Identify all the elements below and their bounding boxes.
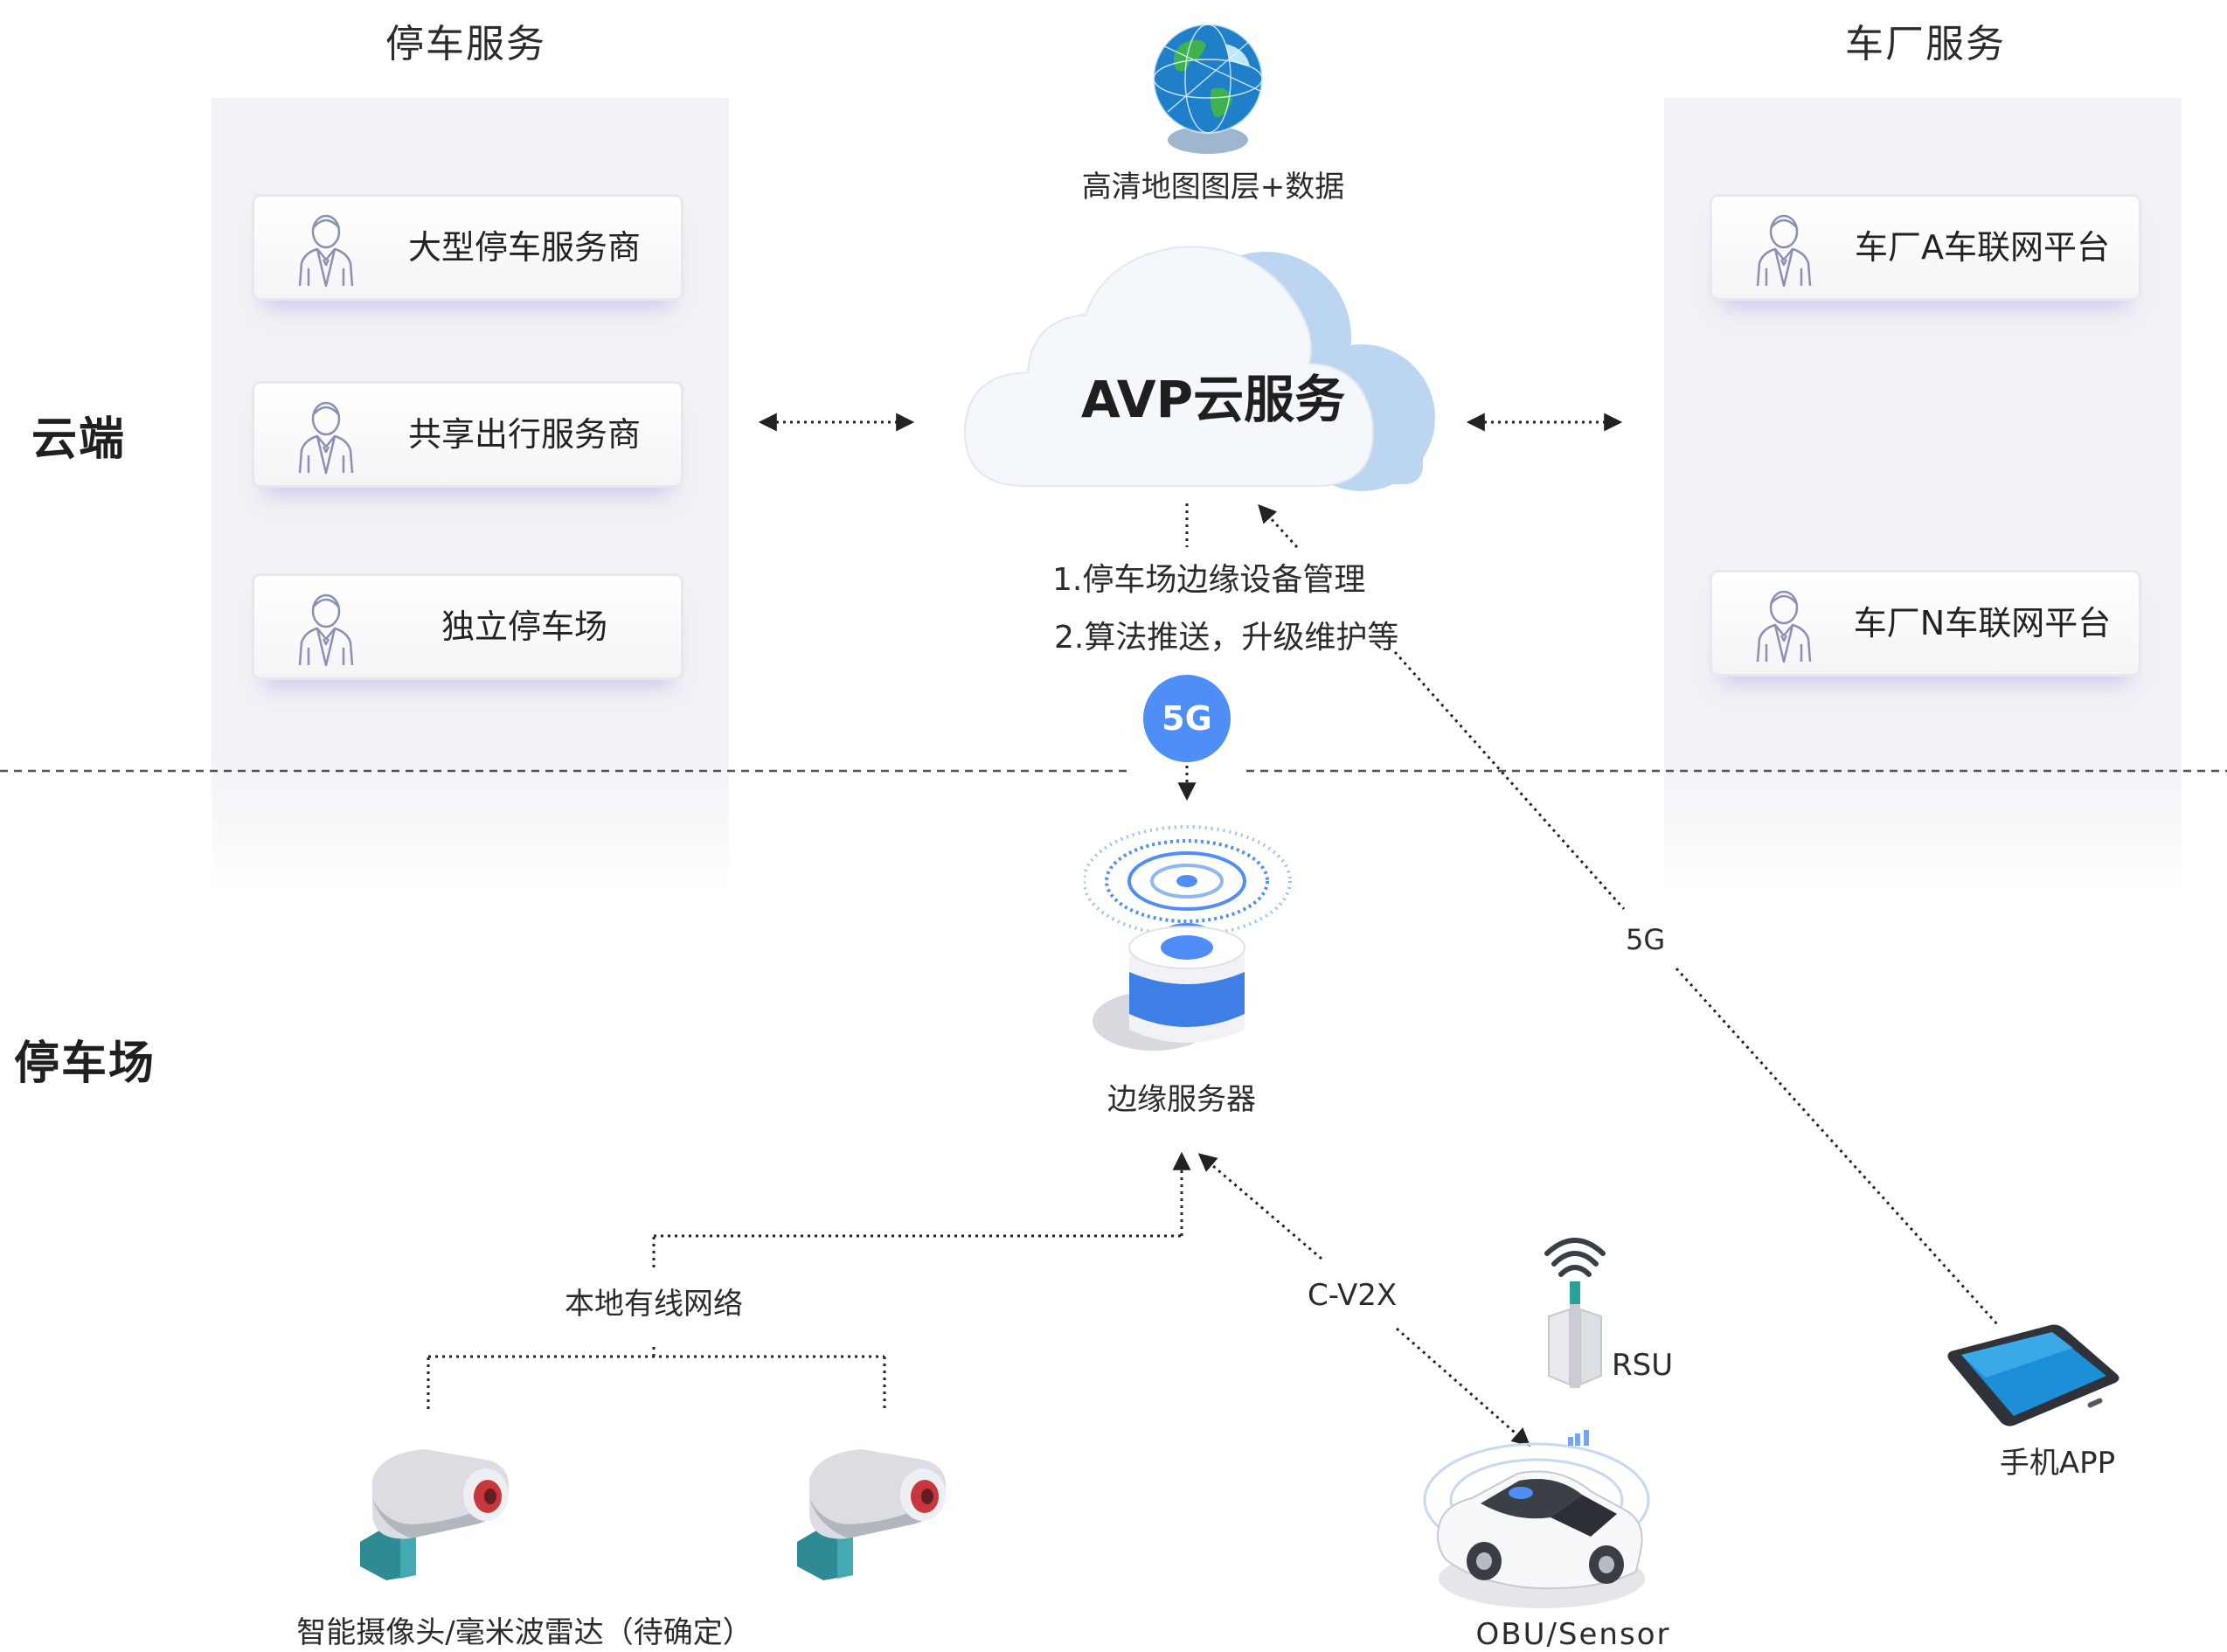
oem-service-title: 车厂服务: [1845, 22, 2006, 66]
cv2x-to-car-arrow: [1396, 1327, 1531, 1447]
card-label: 大型停车服务商: [407, 228, 641, 267]
person-icon: [1756, 590, 1812, 663]
edge-server-icon: [1084, 825, 1292, 1051]
up-arrow-to-cloud: [1258, 503, 1299, 549]
phone-app-label: 手机APP: [1999, 1446, 2116, 1481]
cloud-icon: [963, 246, 1435, 491]
card-label: 车厂A车联网平台: [1855, 228, 2110, 267]
card-oem-n-platform: 车厂N车联网平台: [1710, 570, 2141, 677]
5g-badge: 5G: [1143, 675, 1231, 762]
card-large-parking-provider: 大型停车服务商: [252, 194, 683, 301]
card-oem-a-platform: 车厂A车联网平台: [1710, 194, 2141, 301]
map-layer-label: 高清地图图层+数据: [1081, 170, 1345, 205]
cv2x-to-server-arrow: [1197, 1153, 1322, 1260]
globe-icon: [1153, 24, 1265, 154]
car-icon: [1423, 1430, 1650, 1608]
parking-service-title: 停车服务: [385, 22, 546, 66]
phone-link-lower: [1675, 967, 2000, 1327]
parking-lot-zone-title: 停车场: [14, 1038, 156, 1090]
camera-label: 智能摄像头/毫米波雷达（待确定）: [296, 1615, 753, 1650]
person-icon: [298, 214, 354, 288]
camera-icon: [360, 1449, 510, 1580]
management-line-1: 1.停车场边缘设备管理: [1052, 562, 1366, 598]
card-independent-parking: 独立停车场: [252, 573, 683, 680]
cloud-zone-title: 云端: [31, 413, 127, 466]
rsu-icon: [1544, 1238, 1606, 1388]
phone-icon: [1947, 1324, 2119, 1426]
rsu-label: RSU: [1612, 1348, 1674, 1383]
camera-icon: [797, 1449, 947, 1580]
5g-link-label: 5G: [1626, 923, 1666, 956]
edge-server-label: 边缘服务器: [1107, 1082, 1256, 1117]
card-label: 独立停车场: [441, 607, 607, 646]
phone-link-upper: [1393, 651, 1626, 910]
management-line-2: 2.算法推送，升级维护等: [1054, 620, 1399, 656]
card-label: 共享出行服务商: [407, 415, 641, 454]
person-icon: [298, 401, 354, 475]
card-label: 车厂N车联网平台: [1853, 604, 2112, 642]
card-ride-sharing-provider: 共享出行服务商: [252, 381, 683, 488]
person-icon: [1756, 214, 1812, 288]
avp-cloud-service-label: AVP云服务: [1080, 370, 1346, 429]
car-label: OBU/Sensor: [1475, 1617, 1671, 1652]
cv2x-label: C-V2X: [1308, 1278, 1398, 1313]
local-network-label: 本地有线网络: [565, 1287, 743, 1322]
person-icon: [298, 593, 354, 667]
